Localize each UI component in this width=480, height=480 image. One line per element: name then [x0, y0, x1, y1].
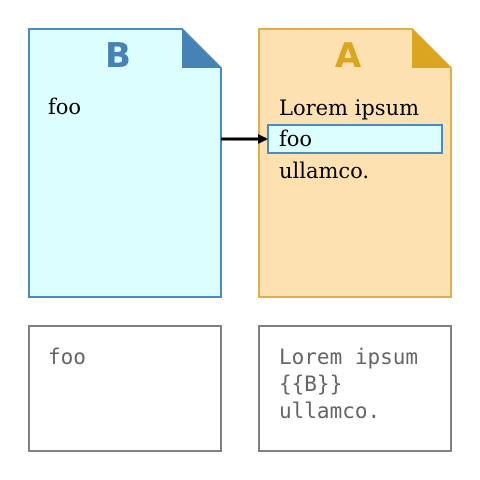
source-a-line-3: ullamco. [279, 399, 380, 423]
source-b-box [28, 325, 222, 452]
document-a-line-1: Lorem ipsum [279, 96, 419, 120]
source-a-line-1: Lorem ipsum [279, 345, 418, 369]
document-a-folded-corner [412, 29, 451, 68]
document-b: B foo [28, 28, 222, 298]
document-b-letter: B [105, 36, 131, 76]
source-b-line-1: foo [48, 345, 86, 369]
document-a-page [258, 28, 452, 298]
source-a: Lorem ipsum {{B}} ullamco. [258, 325, 452, 452]
source-b: foo [28, 325, 222, 452]
document-a-transcluded-box [267, 124, 443, 154]
source-a-box [258, 325, 452, 452]
document-b-content: foo [48, 95, 81, 119]
document-a-line-3: ullamco. [279, 159, 369, 183]
document-a-letter: A [335, 36, 362, 76]
document-a-line-2: foo [279, 127, 312, 151]
source-a-line-2: {{B}} [279, 372, 342, 396]
document-b-page [28, 28, 222, 298]
document-a: A Lorem ipsum foo ullamco. [258, 28, 452, 298]
document-b-folded-corner [182, 29, 221, 68]
